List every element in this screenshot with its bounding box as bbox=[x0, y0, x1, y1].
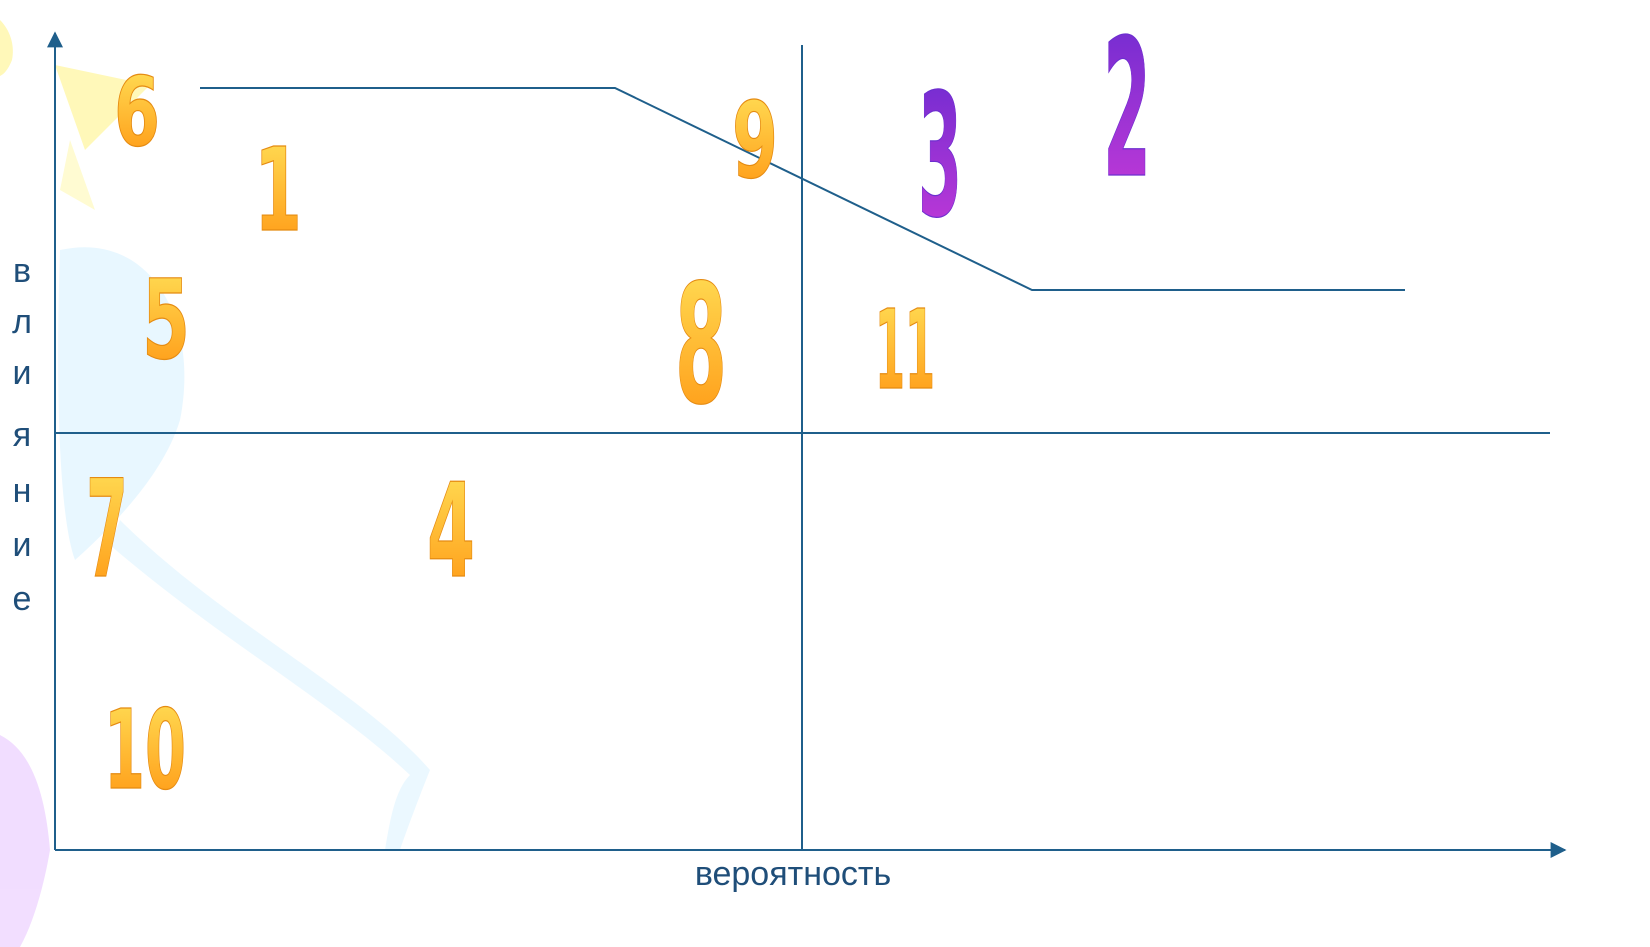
risk-item-10: 10 bbox=[104, 686, 186, 814]
background-decoration bbox=[0, 20, 430, 947]
x-axis-label: вероятность bbox=[695, 855, 891, 893]
y-axis-letter: и bbox=[13, 354, 32, 392]
y-axis-letter: е bbox=[13, 580, 32, 618]
risk-item-1: 1 bbox=[254, 124, 302, 258]
risk-item-2: 2 bbox=[1103, 0, 1151, 220]
risk-item-11: 11 bbox=[875, 286, 935, 414]
risk-item-9: 9 bbox=[732, 80, 778, 202]
y-axis-letter: и bbox=[13, 526, 32, 564]
risk-items: 6 1 9 3 2 5 8 11 7 4 10 bbox=[86, 0, 1151, 814]
y-axis-label: в л и я н и е bbox=[12, 252, 32, 618]
risk-item-6: 6 bbox=[114, 58, 160, 168]
risk-item-5: 5 bbox=[142, 256, 190, 384]
y-axis-letter: я bbox=[13, 416, 31, 454]
risk-item-8: 8 bbox=[675, 249, 727, 441]
risk-item-7: 7 bbox=[86, 451, 128, 608]
risk-item-4: 4 bbox=[427, 455, 475, 607]
y-axis-letter: в bbox=[13, 252, 31, 290]
y-axis-letter: л bbox=[12, 303, 32, 341]
risk-item-3: 3 bbox=[918, 58, 962, 256]
y-axis-letter: н bbox=[13, 472, 32, 510]
